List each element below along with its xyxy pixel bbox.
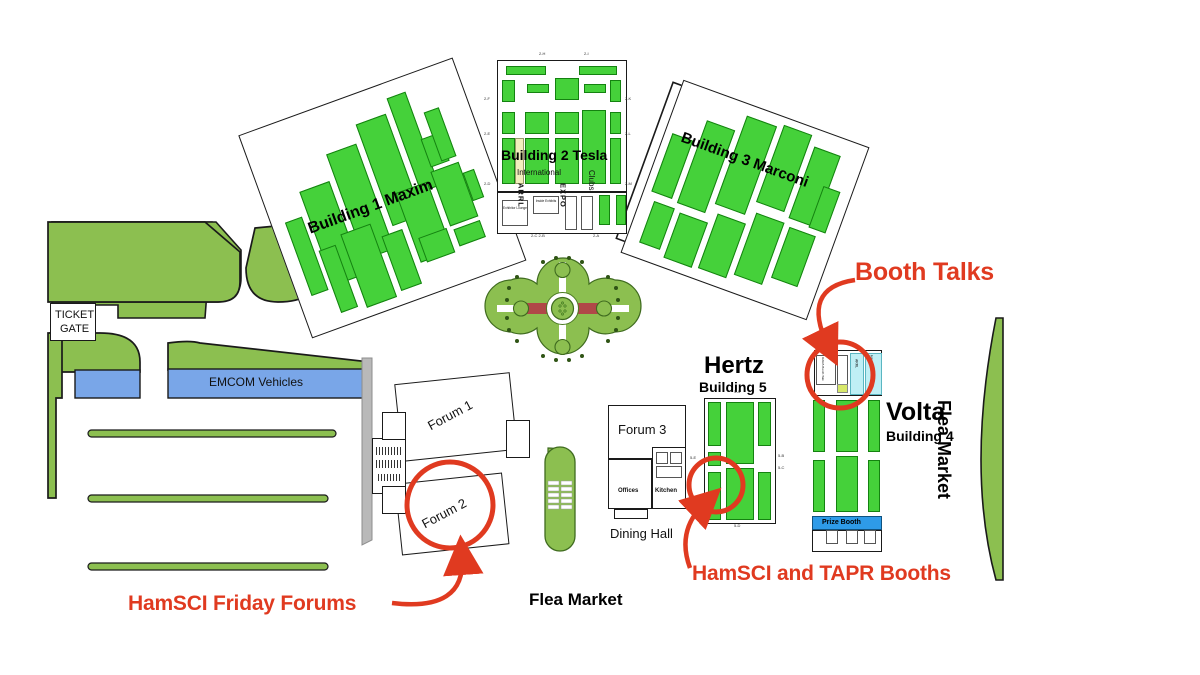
marker-5b: 5-B (778, 453, 785, 458)
building-4-volta[interactable]: DARA Booth Talk ARRL Ham Radio 2.0 YOTA … (806, 350, 888, 552)
offices-label: Offices (618, 488, 639, 494)
flea-market-center-shape (544, 446, 576, 552)
marker-2e: 2-D (484, 181, 491, 186)
marker-2c: 2-F (484, 96, 490, 101)
building-5-hertz[interactable]: 5-A 5-D 5-E 5-B 5-C (690, 390, 784, 528)
flea-market-center-label: Flea Market (529, 590, 623, 609)
parking-island-2 (87, 494, 329, 503)
dining-hall-entry (614, 509, 648, 519)
marker-2j: 2-I (584, 51, 589, 56)
marker-5e: 5-E (690, 455, 697, 460)
marker-5a: 5-A (734, 389, 741, 394)
marker-2h: 2-M (625, 181, 632, 186)
bt-yota-label: YOTA (869, 377, 874, 386)
dara-booth-talk-cell[interactable] (816, 355, 836, 385)
zone-expo-label: EXPO (558, 183, 568, 208)
flea-market-right-label: Flea Market (934, 400, 954, 500)
ticket-gate-box[interactable] (50, 303, 96, 341)
prize-booth-label: Prize Booth (822, 519, 861, 526)
flea-market-right-lawn (980, 317, 1004, 581)
volta-title: Volta (886, 398, 946, 426)
hertz-title: Hertz (704, 352, 765, 379)
lawn-top-left (47, 221, 241, 303)
ticket-gate-label-1: TICKET (55, 309, 95, 321)
marker-2f: 2-K (625, 96, 632, 101)
central-garden (484, 256, 642, 362)
offices-room[interactable] (608, 459, 652, 509)
forum-3-label: Forum 3 (618, 422, 667, 437)
exhibitor-lounge-label: Exhibitor Lounge (503, 206, 527, 210)
stairs-1 (376, 447, 402, 455)
building-2-tesla[interactable]: Building 2 Tesla International ARRL EXPO… (484, 51, 635, 238)
inside-exhibits-label: Inside Exhibits (535, 199, 557, 203)
lawn-emcom-wedge (167, 340, 371, 371)
yellow-booth-cell[interactable] (837, 384, 848, 393)
ticket-gate-label-2: GATE (60, 323, 90, 335)
plaza-bar-left (527, 303, 555, 314)
kitchen-label: Kitchen (655, 488, 678, 494)
hertz-subtitle: Building 5 (699, 379, 767, 395)
annotation-hamsci-tapr: HamSCI and TAPR Booths (692, 562, 951, 585)
kitchen-fixture-1 (656, 452, 668, 464)
stairs-2 (376, 460, 402, 468)
lawn-left-strip (47, 332, 63, 499)
marker-2k: 2-C 2-B (531, 233, 545, 238)
emcom-vehicles-label: EMCOM Vehicles (209, 375, 304, 389)
annotation-booth-talks: Booth Talks (855, 258, 995, 286)
marker-2d: 2-E (484, 131, 491, 136)
lawn-ticket-gate (49, 332, 141, 373)
bt-hr20-label: Ham Radio 2.0 (869, 355, 874, 378)
kitchen-fixture-2 (670, 452, 682, 464)
forum-2[interactable]: Forum 2 (394, 472, 510, 556)
annotation-friday-forums: HamSCI Friday Forums (128, 592, 357, 615)
fountain-center (550, 296, 575, 321)
marker-5d: 5-D (734, 523, 741, 528)
marker-5c: 5-C (778, 465, 785, 470)
plaza-bar-right (570, 303, 598, 314)
marker-2l: 2-A (593, 233, 600, 238)
volta-subtitle: Building 4 (886, 428, 954, 444)
parking-lot-small (74, 369, 141, 399)
zone-clubs-label: Clubs (587, 170, 596, 191)
parking-island-3 (87, 562, 329, 571)
dining-hall-label: Dining Hall (610, 526, 673, 541)
forum-east-wing (506, 420, 530, 458)
ham-radio-20-cell[interactable] (865, 353, 882, 395)
forum-lobby-2 (382, 486, 406, 514)
zone-international-label: International (517, 168, 562, 177)
bt-dara-label: DARA Booth Talk (821, 357, 826, 381)
road-vertical (361, 357, 373, 546)
marker-2g: 2-L (625, 131, 631, 136)
stairs-3 (378, 474, 402, 481)
forum-lobby (382, 412, 406, 440)
building-2-title: Building 2 Tesla (501, 147, 608, 163)
prize-booth[interactable] (812, 516, 882, 530)
bt-arrl-label: ARRL (854, 359, 859, 369)
marker-2i: 2-H (539, 51, 546, 56)
kitchen-fixture-3 (656, 466, 682, 478)
forum-1[interactable]: Forum 1 (394, 372, 518, 462)
booth-talks-region[interactable]: DARA Booth Talk ARRL Ham Radio 2.0 YOTA (814, 350, 882, 396)
left-lawn-group (47, 221, 373, 571)
parking-island-1 (87, 429, 337, 438)
zone-arrl-label: ARRL (516, 183, 526, 208)
